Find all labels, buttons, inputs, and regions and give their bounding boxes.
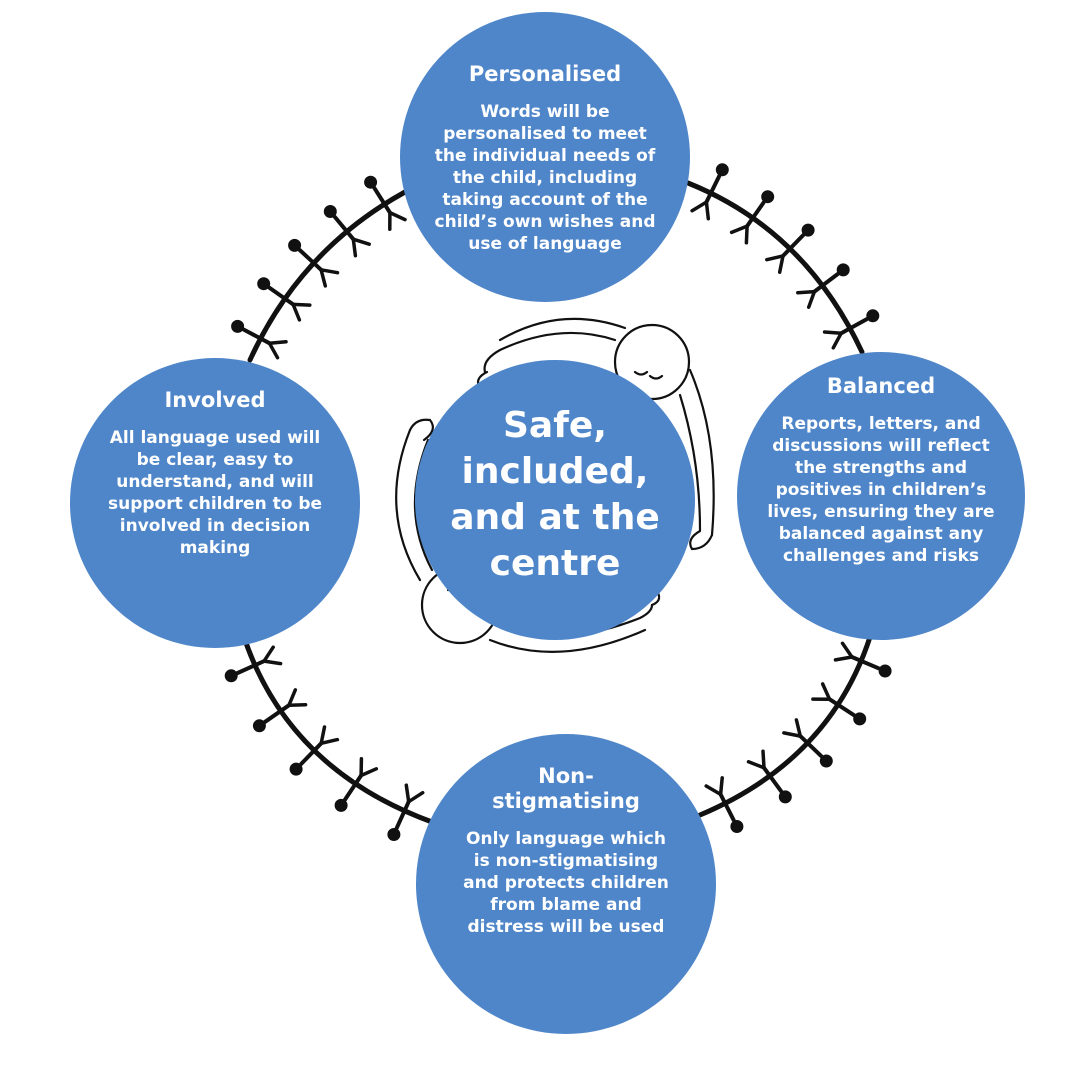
arc-bottom-left (242, 637, 435, 825)
principle-description: Reports, letters, and discussions will r… (767, 414, 995, 566)
stick-figure (289, 725, 340, 776)
principle-title: Balanced (826, 374, 936, 398)
stick-figure (822, 309, 880, 350)
centre-label: Safe, included, and at the centre (450, 405, 660, 584)
arc-top-right (685, 180, 865, 355)
stick-figure (690, 163, 729, 221)
two-people-hug-icon (395, 317, 715, 653)
stick-figure (231, 319, 288, 360)
stick-figure (252, 688, 308, 733)
stick-figure (782, 718, 833, 768)
stick-figure (364, 175, 407, 231)
people-holding-hands-icon (704, 641, 892, 833)
principle-description: Only language which is non-stigmatising … (463, 829, 669, 937)
people-holding-hands-icon (224, 645, 425, 841)
stick-figure (334, 757, 379, 812)
principle-non-stigmatising: Non-stigmatising Only language which is … (416, 734, 716, 1034)
principle-description: Words will be personalised to meet the i… (434, 102, 656, 254)
principle-personalised: Personalised Words will be personalised … (400, 12, 690, 302)
stick-figure (765, 223, 815, 274)
arc-bottom-right (697, 634, 873, 818)
people-holding-hands-icon (231, 175, 407, 360)
principle-title: Non-stigmatising (492, 764, 640, 813)
stick-figure (387, 783, 425, 841)
stick-figure (224, 645, 283, 683)
principle-balanced: Balanced Reports, letters, and discussio… (737, 352, 1025, 640)
stick-figure (323, 205, 371, 258)
principle-involved: Involved All language used will be clear… (70, 358, 360, 648)
people-holding-hands-icon (690, 163, 880, 350)
stick-figure (746, 749, 792, 804)
stick-figure (796, 263, 850, 309)
stick-figure (811, 682, 867, 726)
centre-circle: Safe, included, and at the centre (415, 360, 695, 640)
stick-figure (704, 776, 744, 833)
stick-figure (257, 277, 312, 322)
stick-figure (288, 238, 340, 288)
principle-title: Personalised (468, 62, 622, 86)
principle-title: Involved (164, 388, 266, 412)
stick-figure (833, 641, 892, 678)
principle-description: All language used will be clear, easy to… (107, 428, 323, 558)
stick-figure (729, 190, 775, 245)
